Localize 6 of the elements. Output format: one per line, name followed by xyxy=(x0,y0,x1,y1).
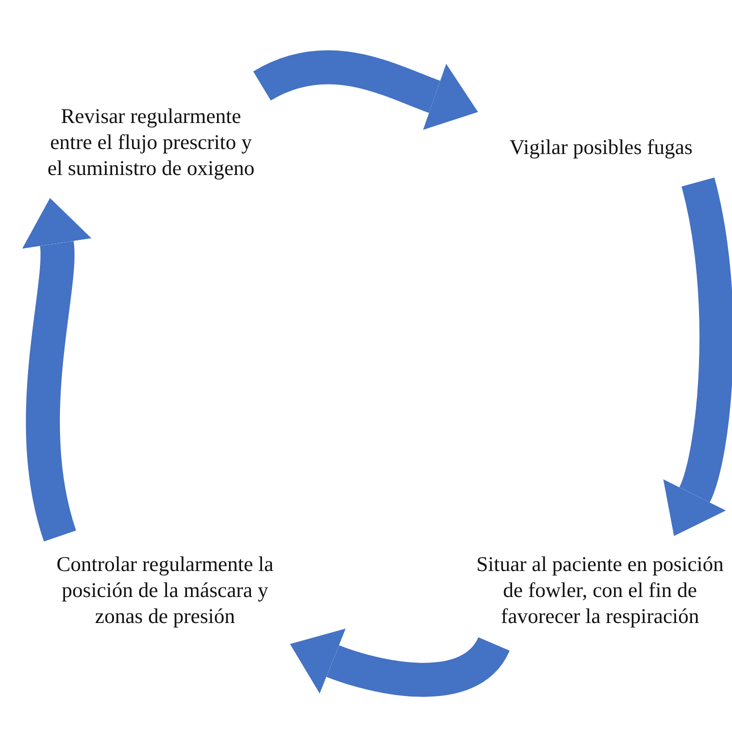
curved-arrow xyxy=(22,198,92,541)
step-text: Revisar regularmente entre el flujo prescrito y el suministro de oxigeno xyxy=(46,102,256,182)
curved-arrow xyxy=(662,178,732,538)
step-text: Controlar regularmente la posición de la máscara y zonas de presión xyxy=(56,550,274,630)
step-text: Situar al paciente en posición de fowler, con el fin de favorecer la respiración xyxy=(475,550,725,630)
step-text: Vigilar posibles fugas xyxy=(509,134,693,160)
